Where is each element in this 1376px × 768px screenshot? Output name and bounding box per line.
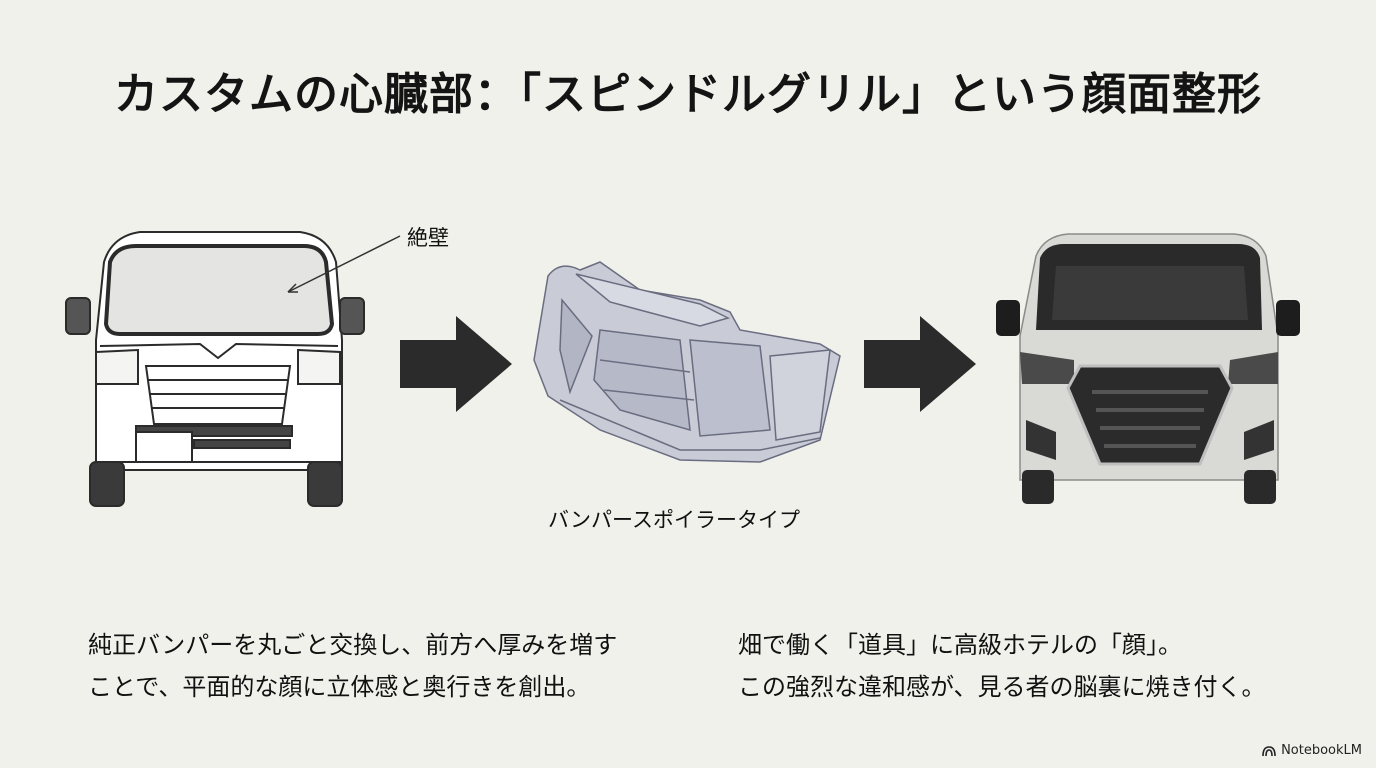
left-description-line: 純正バンパーを丸ごと交換し、前方へ厚みを増す — [88, 631, 618, 659]
left-description-line: ことで、平面的な顔に立体感と奥行きを創出。 — [88, 673, 591, 701]
arrow-right-icon — [400, 316, 512, 412]
right-description: 畑で働く「道具」に高級ホテルの「顔」。 この強烈な違和感が、見る者の脳裏に焼き付… — [738, 624, 1266, 708]
page-title: カスタムの心臓部：「スピンドルグリル」という顔面整形 — [114, 69, 1262, 120]
arrow-right-icon — [864, 316, 976, 412]
right-description-line: この強烈な違和感が、見る者の脳裏に焼き付く。 — [738, 673, 1266, 701]
callout-line — [287, 235, 401, 293]
bumper-caption: バンパースポイラータイプ — [548, 508, 800, 532]
custom-van-drawing — [996, 233, 1300, 504]
left-description: 純正バンパーを丸ごと交換し、前方へ厚みを増す ことで、平面的な顔に立体感と奥行き… — [88, 624, 617, 708]
stock-van-drawing — [65, 231, 365, 507]
notebooklm-logo-icon — [1262, 745, 1276, 756]
brand-label: NotebookLM — [1281, 743, 1362, 758]
callout-label: 絶壁 — [407, 226, 449, 250]
right-description-line: 畑で働く「道具」に高級ホテルの「顔」。 — [738, 631, 1182, 659]
brand-watermark: NotebookLM — [1262, 743, 1362, 758]
bumper-spoiler-drawing — [533, 261, 841, 463]
